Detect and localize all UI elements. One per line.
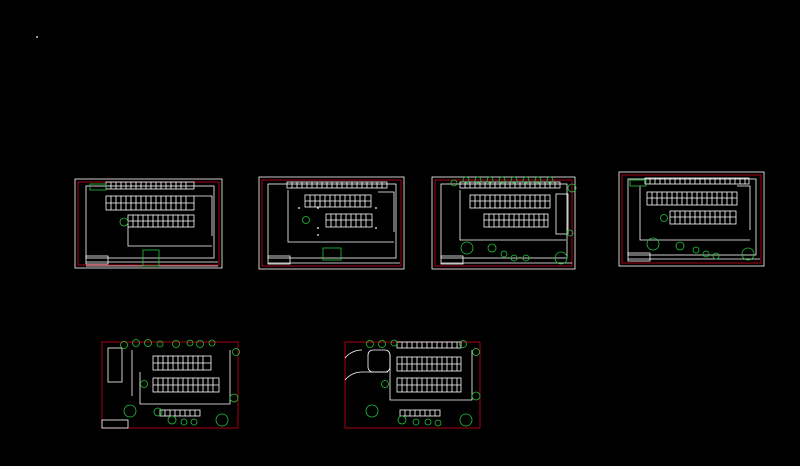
site-boundary (621, 174, 762, 264)
tree-cluster (450, 176, 577, 265)
stair-block (267, 255, 291, 265)
floor-plan-sheet-5[interactable] (101, 339, 240, 429)
origin-mark (36, 36, 38, 38)
tree-symbol (302, 216, 310, 224)
ramp (107, 347, 123, 383)
entry-gate (322, 247, 342, 261)
ramp (737, 185, 751, 230)
drive-aisle (139, 350, 231, 405)
building-outline (440, 183, 568, 259)
kerb-curve (344, 371, 363, 381)
drive-aisle (639, 186, 750, 241)
kerb-curve (344, 349, 363, 359)
site-boundary (434, 179, 573, 267)
parking-row (304, 194, 372, 208)
parking-row (159, 409, 201, 417)
ramp (378, 191, 395, 232)
tree-cluster (646, 214, 755, 261)
parking-row (152, 377, 220, 393)
parking-row (396, 377, 462, 393)
floor-plan-sheet-1[interactable] (74, 178, 223, 269)
parking-row (286, 181, 388, 189)
drive-aisle (287, 190, 394, 243)
parking-row (644, 177, 750, 185)
parking-row (105, 195, 195, 211)
building-outline (627, 178, 757, 256)
stair-block (85, 255, 109, 265)
planter (89, 183, 107, 191)
sheet-outer-frame (258, 176, 405, 270)
floor-plan-sheet-3[interactable] (431, 176, 577, 270)
parking-row (396, 356, 462, 372)
drive-aisle (459, 190, 566, 241)
site-boundary (261, 179, 402, 267)
sheet-outer-frame (618, 171, 765, 267)
parking-row (483, 213, 549, 228)
parking-row (469, 194, 551, 209)
floor-plan-sheet-4[interactable] (618, 171, 765, 267)
floor-plan-sheet-6[interactable] (344, 339, 481, 429)
floor-plan-sheet-2[interactable] (258, 176, 405, 270)
column-grid (298, 207, 377, 236)
site-boundary (101, 341, 239, 429)
ramp (555, 193, 569, 235)
entry-gate (142, 249, 160, 267)
parking-row (646, 191, 738, 206)
tree-cluster (365, 339, 481, 427)
ramp (194, 195, 213, 236)
parking-row (105, 181, 195, 190)
stair-block (627, 252, 651, 262)
tree-symbol (119, 217, 129, 227)
parking-row (127, 214, 195, 228)
parking-row (459, 181, 561, 189)
planter (629, 179, 647, 187)
stair-block (440, 255, 464, 265)
stair-block (101, 419, 129, 429)
parking-row (152, 355, 212, 371)
building-outline (85, 185, 215, 259)
parking-row (399, 409, 441, 417)
parking-row (325, 213, 373, 228)
parking-row (396, 341, 462, 349)
drive-aisle (389, 350, 473, 401)
tree-cluster (120, 339, 240, 427)
drive-aisle (127, 227, 212, 247)
sheet-outer-frame (74, 178, 223, 269)
parking-row (669, 210, 737, 225)
